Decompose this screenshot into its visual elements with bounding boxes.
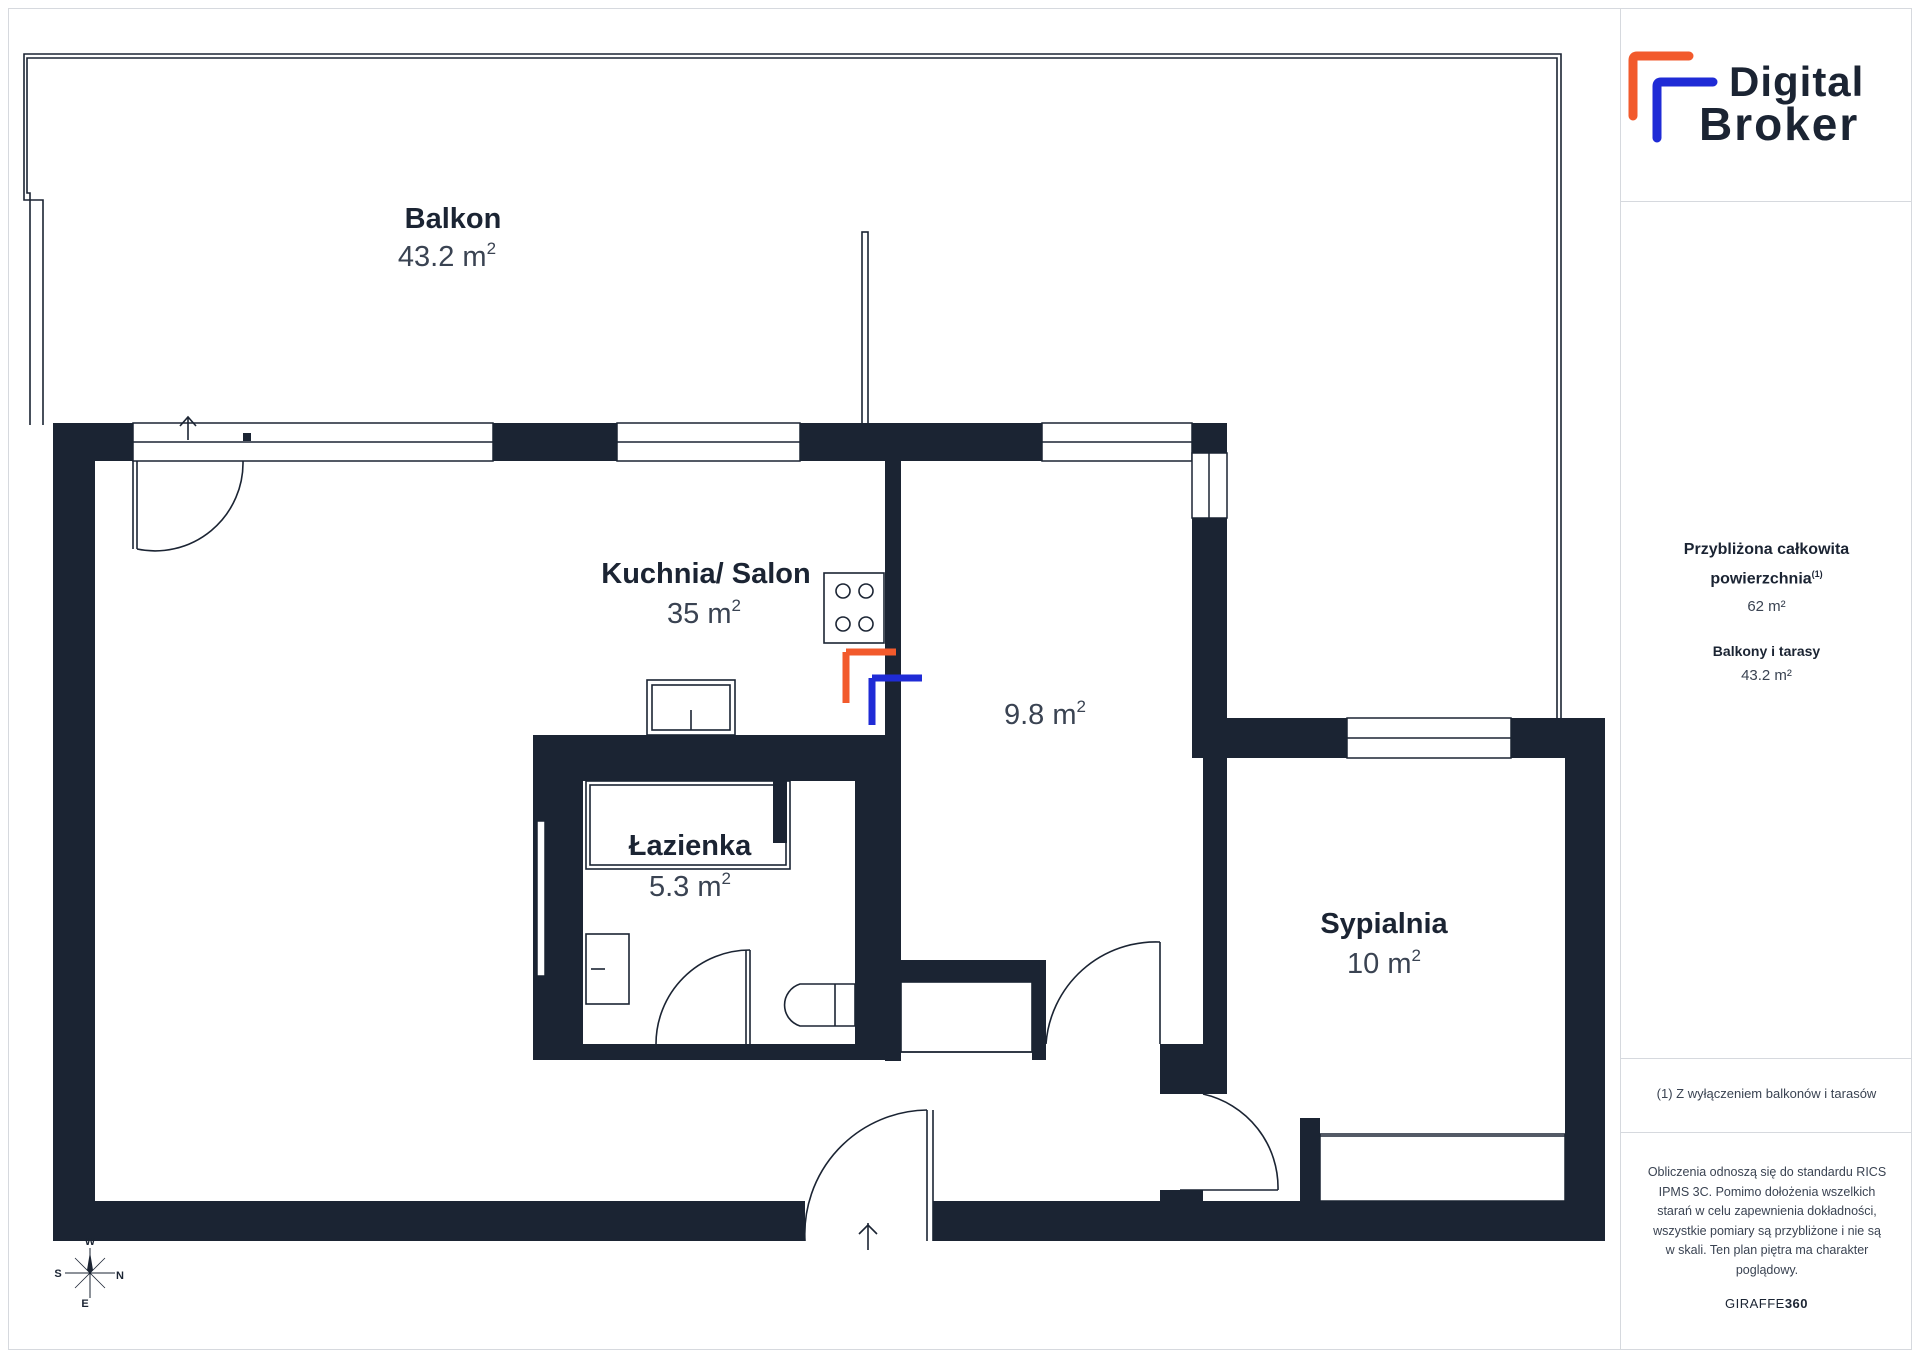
divider	[1621, 1058, 1912, 1059]
room-name: Sypialnia	[1320, 908, 1448, 940]
compass-label-bottom: E	[81, 1298, 88, 1310]
room-label-sypialnia: Sypialnia 10 m2	[1320, 908, 1448, 980]
disclaimer: Obliczenia odnoszą się do standardu RICS…	[1647, 1165, 1887, 1277]
kitchen-sink-icon	[646, 679, 736, 736]
watermark-logo-mark	[842, 648, 922, 725]
doors	[132, 460, 1279, 1242]
compass-label-right: N	[116, 1270, 124, 1282]
divider	[1621, 201, 1912, 202]
balcony-outline	[23, 53, 1562, 720]
page-frame	[8, 8, 1912, 1350]
door-track-marker	[243, 433, 251, 441]
brand-line2: Broker	[1699, 98, 1859, 150]
divider	[1621, 1132, 1912, 1133]
balcony-area-value: 43.2 m²	[1741, 667, 1792, 685]
credit-prefix: GIRAFFE	[1724, 1296, 1785, 1311]
room-name: Kuchnia/ Salon	[601, 558, 810, 590]
room-area: 9.8 m2	[1004, 697, 1086, 731]
floor-plan: Balkon 43.2 m2 Kuchnia/ Salon 35 m2 9.8 …	[23, 53, 1605, 1310]
room-name: Balkon	[405, 203, 502, 235]
windows	[132, 422, 1566, 1202]
stove-icon	[823, 572, 885, 644]
footnote-marker: (1)	[1811, 569, 1823, 579]
logo-mark-icon: Digital Broker	[1628, 51, 1864, 150]
brand-logo: Digital Broker	[1621, 8, 1912, 201]
brand-line1: Digital	[1729, 58, 1864, 105]
footnote: (1) Z wyłączeniem balkonów i tarasów	[1656, 1086, 1877, 1101]
balcony-area-label: Balkony i tarasy	[1712, 643, 1821, 660]
total-area-label: Przybliżona całkowita powierzchnia(1)	[1621, 538, 1912, 591]
total-area-label-line2: powierzchnia	[1710, 570, 1812, 588]
compass-rose-icon: W S N E	[54, 1236, 124, 1310]
room-area: 35 m2	[667, 596, 741, 630]
credit-suffix: 360	[1784, 1296, 1809, 1311]
toilet-icon	[783, 983, 856, 1027]
room-label-unnamed: 9.8 m2	[1004, 697, 1086, 731]
walls	[53, 423, 1605, 1241]
area-summary: Przybliżona całkowita powierzchnia(1) 62…	[1621, 538, 1912, 684]
wardrobe-icon	[900, 981, 1033, 1053]
fixtures	[179, 415, 1033, 1250]
total-area-value: 62 m²	[1747, 598, 1786, 616]
room-label-balkon: Balkon 43.2 m2	[398, 203, 501, 273]
bathtub-icon	[585, 780, 791, 870]
room-area: 43.2 m2	[398, 239, 496, 273]
room-label-lazienka: Łazienka 5.3 m2	[629, 830, 752, 903]
room-area: 5.3 m2	[649, 869, 731, 903]
room-area: 10 m2	[1347, 946, 1421, 980]
info-sidebar: Digital Broker Przybliżona całkowita pow…	[1620, 8, 1912, 1350]
compass-label-left: S	[54, 1268, 61, 1280]
room-label-kuchnia: Kuchnia/ Salon 35 m2	[601, 558, 810, 630]
bathroom-sink-icon	[585, 933, 630, 1005]
credit: GIRAFFE360	[1621, 1296, 1912, 1311]
room-name: Łazienka	[629, 830, 752, 862]
compass-label-top: W	[85, 1236, 96, 1248]
total-area-label-line1: Przybliżona całkowita	[1683, 541, 1850, 558]
